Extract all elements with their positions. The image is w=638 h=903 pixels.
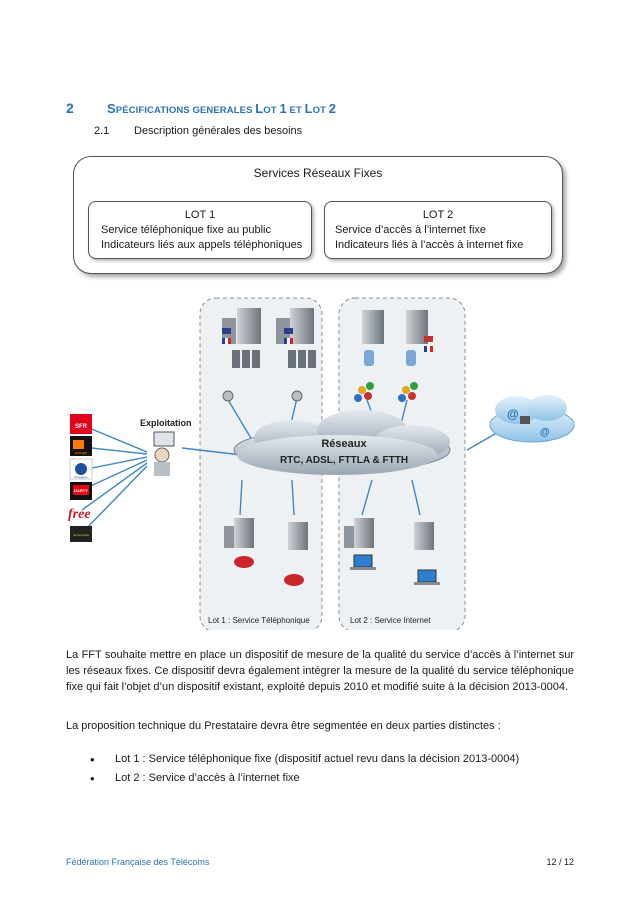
flag-icon [222, 338, 231, 344]
building-icon [406, 310, 428, 344]
lot2-box: LOT 2 Service d’accès à l’internet fixe … [324, 201, 552, 259]
building-icon [362, 310, 384, 344]
section-number: 2 [66, 100, 74, 116]
server-icon [288, 350, 316, 368]
paragraph-2: La proposition technique du Prestataire … [66, 720, 501, 732]
operator-logo-numericable [70, 526, 92, 542]
list-item: Lot 2 : Service d’accès à l’internet fix… [90, 769, 519, 788]
paragraph-1: La FFT souhaite mettre en place un dispo… [66, 649, 574, 693]
lot2-line2: Indicateurs liés à l’accès à internet fi… [335, 239, 524, 251]
laptop-icon [414, 569, 440, 585]
operator-darty-label: DARTY [74, 488, 88, 493]
building-icon [224, 518, 254, 548]
network-cloud [233, 410, 451, 475]
lot1-line2: Indicateurs liés aux appels téléphonique… [101, 239, 303, 251]
footer-page-number: 12 / 12 [546, 857, 574, 867]
operator-numericable-label: numericable [73, 533, 90, 537]
title-part: PÉCIFICATIONS GENERALES [115, 105, 256, 116]
title-part: 2 [328, 101, 337, 116]
title-part: L [304, 101, 313, 116]
phone-icon [234, 556, 254, 568]
network-node-icon [354, 382, 374, 402]
svg-text:@: @ [540, 427, 550, 438]
footer-organization: Fédération Française des Télécoms [66, 857, 210, 867]
exploitation-label: Exploitation [140, 418, 192, 428]
title-part: OT [312, 105, 329, 116]
network-subtitle: RTC, ADSL, FTTLA & FTTH [280, 455, 408, 466]
router-icon [222, 390, 234, 402]
flag-icon [284, 328, 293, 334]
internet-cloud: @ @ [489, 395, 575, 443]
database-icon [406, 350, 416, 366]
svg-text:@: @ [507, 407, 519, 421]
title-part: ET [286, 105, 305, 116]
database-icon [364, 350, 374, 366]
lot2-title: LOT 2 [422, 209, 454, 221]
operator-free-label: free [68, 507, 91, 522]
flag-icon [424, 336, 433, 342]
building-icon [288, 522, 308, 550]
services-box-title: Services Réseaux Fixes [253, 166, 383, 180]
services-box: Services Réseaux Fixes LOT 1 Service tél… [73, 156, 563, 274]
router-icon [291, 390, 303, 402]
network-title: Réseaux [321, 438, 367, 450]
phone-icon [284, 574, 304, 586]
laptop-icon [350, 554, 376, 570]
lot1-title: LOT 1 [184, 209, 216, 221]
workstation-icon [153, 431, 175, 476]
bullet-list: Lot 1 : Service téléphonique fixe (dispo… [90, 750, 519, 788]
lot2-zone-label: Lot 2 : Service Internet [350, 616, 431, 625]
operator-bouygues-label: bouygues [74, 475, 88, 479]
flag-icon [284, 338, 293, 344]
building-icon [276, 308, 314, 344]
operator-logos: SFR orange bouygues DARTY free numericab… [68, 414, 93, 542]
title-part: 1 [279, 101, 287, 116]
flag-icon [222, 328, 231, 334]
subsection-heading: 2.1 Description générales des besoins [94, 125, 302, 137]
network-diagram: Réseaux RTC, ADSL, FTTLA & FTTH @ @ [68, 297, 575, 630]
lot2-line1: Service d’accès à l’internet fixe [335, 224, 487, 236]
title-part: S [107, 101, 116, 116]
building-icon [414, 522, 434, 550]
title-part: OT [263, 105, 280, 116]
list-item: Lot 1 : Service téléphonique fixe (dispo… [90, 750, 519, 769]
operator-orange-label: orange [75, 450, 88, 455]
lot1-line1: Service téléphonique fixe au public [101, 224, 272, 236]
title-part: L [255, 101, 264, 116]
building-icon [222, 308, 261, 344]
subsection-title: Description générales des besoins [134, 125, 303, 137]
subsection-number: 2.1 [94, 125, 110, 137]
network-node-icon [398, 382, 418, 402]
operator-logo-sfr [70, 414, 92, 434]
building-icon [344, 518, 374, 548]
lot1-box: LOT 1 Service téléphonique fixe au publi… [88, 201, 312, 259]
section-title: SPÉCIFICATIONS GENERALES LOT 1 ET LOT 2 [107, 101, 336, 116]
operator-sfr-label: SFR [75, 424, 88, 430]
server-icon [232, 350, 260, 368]
flag-icon [424, 346, 433, 352]
lot1-zone-label: Lot 1 : Service Téléphonique [208, 616, 310, 625]
